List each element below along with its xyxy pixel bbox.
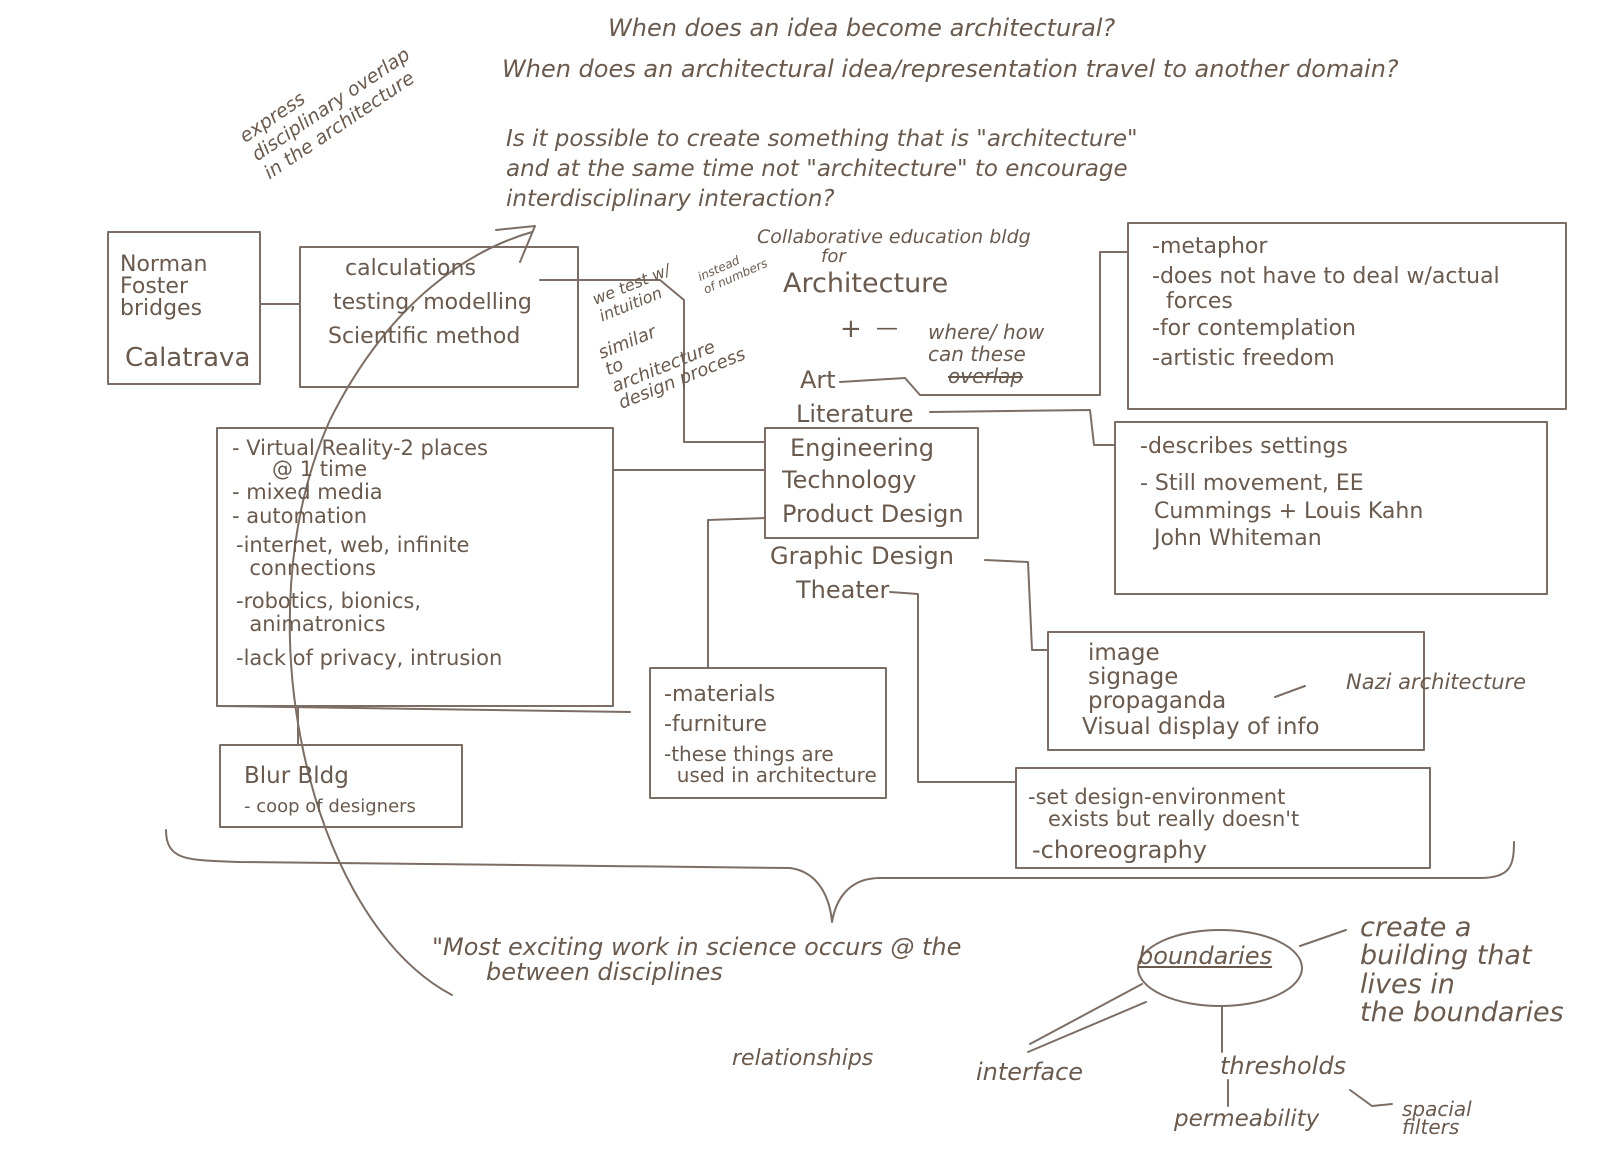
discipline-product-design: Product Design: [782, 500, 964, 528]
product-connector: [707, 517, 766, 669]
collab-for: for: [821, 246, 846, 267]
norman-foster-label: Norman Foster bridges: [120, 252, 208, 321]
product-item-furniture: -furniture: [664, 712, 768, 737]
calc-item-scientific: Scientific method: [328, 324, 521, 349]
question-3: Is it possible to create something that …: [506, 126, 1138, 212]
product-item-materials: -materials: [664, 682, 776, 707]
collab-title: Collaborative education bldg: [757, 226, 1031, 248]
art-box-outline: [1127, 222, 1567, 410]
calc-item-testing: testing, modelling: [333, 290, 532, 315]
discipline-engineering: Engineering: [790, 434, 934, 462]
tech-item-privacy: -lack of privacy, intrusion: [236, 646, 503, 670]
term-permeability: permeability: [1174, 1106, 1320, 1132]
discipline-graphic-design: Graphic Design: [770, 542, 954, 570]
arrowhead: [495, 225, 536, 263]
tech-item-automation: - automation: [232, 504, 368, 528]
quote-line-1: "Most exciting work in science occurs @ …: [432, 933, 962, 961]
lit-connector: [929, 409, 1116, 446]
graphic-item-visual-display: Visual display of info: [1082, 714, 1320, 740]
question-2: When does an architectural idea/represen…: [502, 55, 1399, 83]
lit-item-still-movement: - Still movement, EE Cummings + Louis Ka…: [1140, 471, 1424, 551]
blur-title: Blur Bldg: [244, 763, 349, 789]
norman-box-outline: [107, 231, 261, 385]
nazi-architecture-label: Nazi architecture: [1346, 670, 1527, 694]
interface-spoke: [1027, 1001, 1147, 1053]
graphic-item-image: image: [1088, 640, 1160, 666]
discipline-theater: Theater: [796, 576, 890, 604]
tech-item-mixed-media: - mixed media: [232, 480, 383, 504]
overlap-label: overlap: [948, 364, 1024, 388]
can-these-label: can these: [928, 342, 1026, 366]
spacial-spoke: [1349, 1089, 1393, 1107]
bracket-brace: [165, 829, 1515, 923]
theater-box-outline: [1015, 767, 1431, 869]
plus-sign: +: [840, 314, 862, 344]
discipline-art: Art: [800, 366, 836, 394]
theater-item-choreography: -choreography: [1032, 836, 1207, 864]
graphic-connector: [984, 559, 1049, 651]
product-item-used: -these things are used in architecture: [664, 742, 877, 787]
calc-box-outline: [299, 246, 579, 388]
product-box-outline: [649, 667, 887, 799]
graphic-item-propaganda: propaganda: [1088, 688, 1227, 714]
discipline-box-outline: [764, 427, 979, 539]
plus-dash: —: [876, 316, 898, 341]
tech-item-robotics: -robotics, bionics, animatronics: [236, 589, 422, 637]
theater-connector: [889, 591, 1017, 783]
art-item-contemplation: -for contemplation: [1152, 316, 1356, 341]
question-1: When does an idea become architectural?: [608, 14, 1116, 42]
term-relationships: relationships: [732, 1046, 874, 1071]
relationships-spoke: [1029, 983, 1143, 1045]
art-item-metaphor: -metaphor: [1152, 234, 1268, 259]
lit-item-settings: -describes settings: [1140, 434, 1348, 459]
term-spacial-filters: spacial filters: [1402, 1097, 1472, 1139]
calatrava-label: Calatrava: [125, 343, 251, 373]
discipline-technology: Technology: [782, 466, 917, 494]
calc-to-engineering-line: [539, 279, 766, 443]
term-interface: interface: [976, 1058, 1084, 1086]
graphic-box-outline: [1047, 631, 1425, 751]
tech-to-blur-line: [216, 705, 631, 713]
quote-boundaries: boundaries: [1138, 942, 1273, 970]
blur-sub: - coop of designers: [244, 796, 416, 817]
lit-box-outline: [1114, 421, 1548, 595]
tech-item-vr: - Virtual Reality-2 places @ 1 time: [232, 436, 488, 481]
blur-box-outline: [219, 744, 463, 828]
art-item-freedom: -artistic freedom: [1152, 346, 1335, 371]
nazi-connector: [1274, 685, 1306, 698]
create-building-note: create a building that lives in the boun…: [1360, 912, 1564, 1029]
architecture-heading: Architecture: [783, 268, 949, 299]
tech-box-outline: [216, 427, 614, 707]
where-how-label: where/ how: [928, 320, 1045, 344]
art-connector: [839, 251, 1129, 396]
term-thresholds: thresholds: [1220, 1052, 1347, 1080]
calc-item-calculations: calculations: [345, 256, 476, 281]
create-connector: [1299, 929, 1347, 947]
art-item-forces: -does not have to deal w/actual forces: [1152, 264, 1500, 315]
boundaries-circle: [1137, 929, 1303, 1007]
discipline-literature: Literature: [796, 400, 914, 428]
theater-item-set-design: -set design-environment exists but reall…: [1028, 785, 1300, 832]
curved-arrow: [288, 231, 533, 996]
quote-line-2: between disciplines: [486, 958, 723, 986]
graphic-item-signage: signage: [1088, 664, 1179, 690]
tech-item-internet: -internet, web, infinite connections: [236, 533, 470, 581]
